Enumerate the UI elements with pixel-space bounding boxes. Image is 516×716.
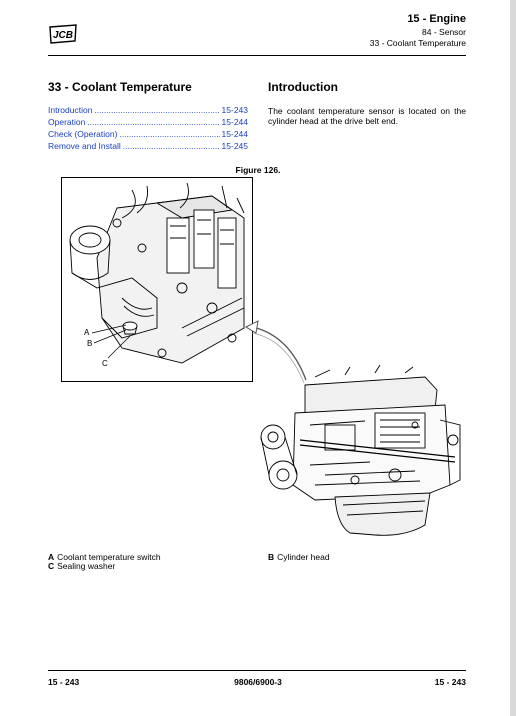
toc-page[interactable]: 15-243 bbox=[221, 105, 248, 115]
toc-leader bbox=[119, 128, 219, 140]
figure-caption: Figure 126. bbox=[0, 165, 516, 175]
toc-label[interactable]: Operation bbox=[48, 117, 86, 127]
callout-c: C bbox=[102, 359, 108, 368]
toc-label[interactable]: Remove and Install bbox=[48, 141, 121, 151]
toc-item-introduction[interactable]: Introduction 15-243 bbox=[48, 104, 248, 116]
footer-doc-number: 9806/6900-3 bbox=[234, 677, 282, 687]
callout-b: B bbox=[87, 339, 92, 348]
chapter-title: 15 - Engine bbox=[407, 13, 466, 25]
detail-inset-illustration: A B C bbox=[61, 177, 253, 382]
callout-a: A bbox=[84, 328, 90, 337]
footer-divider bbox=[48, 670, 466, 671]
page-edge-strip bbox=[510, 0, 516, 716]
subsection-title: 33 - Coolant Temperature bbox=[369, 38, 466, 48]
logo-text: JCB bbox=[53, 30, 73, 41]
section-title: 84 - Sensor bbox=[422, 27, 466, 37]
introduction-heading: Introduction bbox=[268, 80, 338, 94]
toc-leader bbox=[123, 140, 220, 152]
toc-leader bbox=[94, 104, 219, 116]
toc-item-operation[interactable]: Operation 15-244 bbox=[48, 116, 248, 128]
toc-label[interactable]: Introduction bbox=[48, 105, 93, 115]
page-header: 15 - Engine 84 - Sensor 33 - Coolant Tem… bbox=[370, 14, 466, 49]
header-divider bbox=[48, 55, 466, 56]
table-of-contents: Introduction 15-243 Operation 15-244 Che… bbox=[48, 104, 248, 152]
introduction-text: The coolant temperature sensor is locate… bbox=[268, 106, 466, 126]
jcb-logo: JCB bbox=[48, 24, 78, 49]
toc-leader bbox=[87, 116, 219, 128]
toc-page[interactable]: 15-245 bbox=[221, 141, 248, 151]
figure-caption-text: Figure 126. bbox=[235, 165, 281, 175]
footer-page-left: 15 - 243 bbox=[48, 677, 80, 687]
toc-label[interactable]: Check (Operation) bbox=[48, 129, 118, 139]
toc-page[interactable]: 15-244 bbox=[221, 129, 248, 139]
toc-item-check-operation[interactable]: Check (Operation) 15-244 bbox=[48, 128, 248, 140]
toc-page[interactable]: 15-244 bbox=[221, 117, 248, 127]
engine-illustration bbox=[255, 364, 465, 545]
toc-item-remove-and-install[interactable]: Remove and Install 15-245 bbox=[48, 140, 248, 152]
section-heading: 33 - Coolant Temperature bbox=[48, 80, 192, 94]
footer-page-right: 15 - 243 bbox=[434, 677, 466, 687]
detail-pointer-arrow bbox=[244, 315, 314, 385]
